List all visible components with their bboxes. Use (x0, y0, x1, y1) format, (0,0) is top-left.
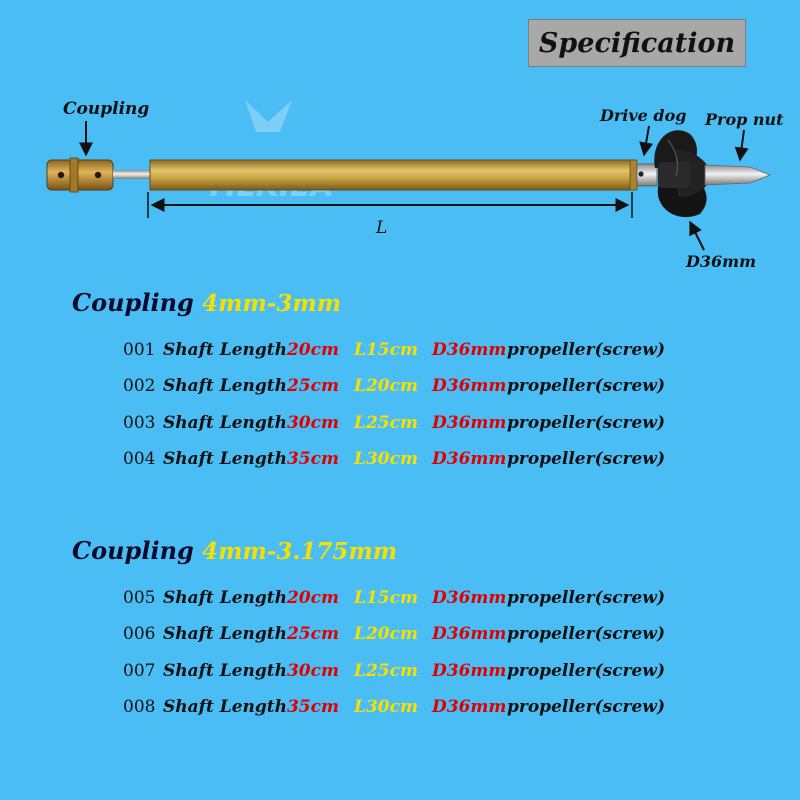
propeller-type: propeller(screw) (507, 340, 665, 360)
shaft-length-text: Shaft Length25cm (163, 624, 339, 644)
section-title-2: Coupling 4mm-3.175mm (72, 536, 397, 565)
row-number: 006 (123, 624, 156, 644)
diameter-value: D36mm (432, 449, 507, 469)
length-dimension (147, 192, 633, 218)
section-title-text: Coupling (72, 288, 194, 317)
propeller-type: propeller(screw) (507, 661, 665, 681)
shaft-length-text: Shaft Length20cm (163, 588, 339, 608)
diameter-value: D36mm (432, 376, 507, 396)
l-length-value: L25cm (354, 661, 418, 681)
specification-title: Specification (538, 27, 736, 59)
drive-dog-part (636, 163, 658, 187)
row-number: 005 (123, 588, 156, 608)
row-number: 002 (123, 376, 156, 396)
diameter-value: D36mm (432, 588, 507, 608)
brass-shaft-tube (149, 159, 636, 191)
length-label: L (376, 218, 388, 238)
shaft-length-text: Shaft Length20cm (163, 340, 339, 360)
l-length-value: L15cm (354, 340, 418, 360)
diameter-value: D36mm (432, 624, 507, 644)
diameter-value: D36mm (432, 697, 507, 717)
coupling-label: Coupling (63, 99, 150, 119)
l-length-value: L20cm (354, 624, 418, 644)
coupling-part (46, 157, 114, 193)
l-length-value: L30cm (354, 697, 418, 717)
section-subtitle: 4mm-3mm (202, 290, 342, 317)
propeller-type: propeller(screw) (507, 449, 665, 469)
diameter-pointer-arrow (689, 220, 705, 251)
propeller-type: propeller(screw) (507, 624, 665, 644)
drive-dog-pointer-arrow (639, 125, 654, 157)
row-number: 008 (123, 697, 156, 717)
steel-stub-left (113, 170, 150, 179)
shaft-diagram: TILKIEA (46, 100, 772, 251)
shaft-length-text: Shaft Length25cm (163, 376, 339, 396)
diameter-value: D36mm (432, 661, 507, 681)
diameter-value: D36mm (432, 340, 507, 360)
section-subtitle: 4mm-3.175mm (202, 538, 398, 565)
prop-nut-part (704, 164, 772, 186)
row-number: 007 (123, 661, 156, 681)
prop-nut-label: Prop nut (705, 110, 784, 129)
l-length-value: L15cm (354, 588, 418, 608)
diameter-value: D36mm (432, 413, 507, 433)
section-title-text: Coupling (72, 536, 194, 565)
shaft-length-text: Shaft Length35cm (163, 449, 339, 469)
propeller-type: propeller(screw) (507, 376, 665, 396)
shaft-length-text: Shaft Length30cm (163, 661, 339, 681)
propeller-type: propeller(screw) (507, 697, 665, 717)
row-number: 003 (123, 413, 156, 433)
prop-nut-pointer-arrow (734, 129, 749, 162)
row-number: 001 (123, 340, 156, 360)
section-title-1: Coupling 4mm-3mm (72, 288, 341, 317)
l-length-value: L30cm (354, 449, 418, 469)
shaft-length-text: Shaft Length30cm (163, 413, 339, 433)
shaft-length-text: Shaft Length35cm (163, 697, 339, 717)
propeller-type: propeller(screw) (507, 413, 665, 433)
propeller-type: propeller(screw) (507, 588, 665, 608)
specification-header: Specification (528, 19, 746, 67)
propeller-part (654, 130, 712, 218)
l-length-value: L25cm (354, 413, 418, 433)
row-number: 004 (123, 449, 156, 469)
diameter-label: D36mm (686, 252, 756, 271)
l-length-value: L20cm (354, 376, 418, 396)
drive-dog-label: Drive dog (600, 106, 687, 125)
